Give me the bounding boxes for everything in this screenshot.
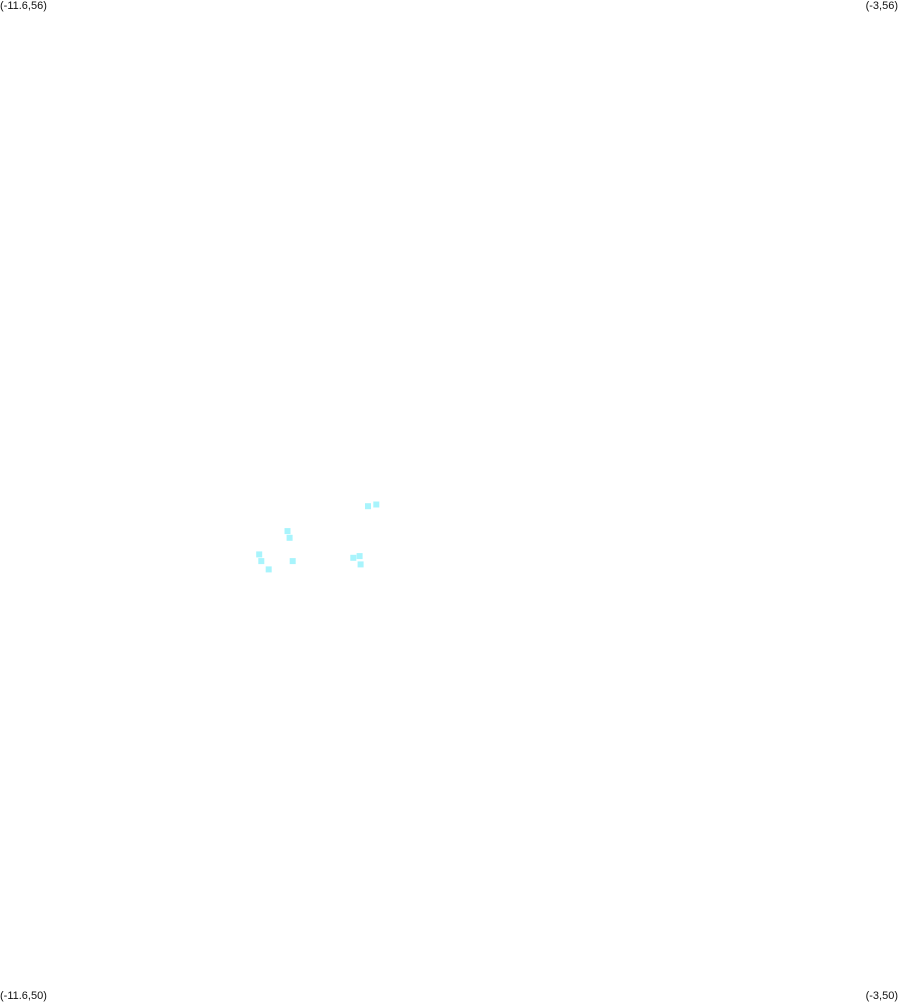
- map-marker[interactable]: [373, 501, 380, 508]
- map-marker[interactable]: [350, 554, 357, 561]
- corner-coordinate-top-left: (-11.6,56): [0, 0, 47, 12]
- corner-coordinate-top-right: (-3,56): [865, 0, 898, 12]
- map-marker[interactable]: [284, 528, 291, 535]
- map-marker[interactable]: [286, 534, 293, 541]
- map-marker[interactable]: [256, 551, 263, 558]
- map-marker[interactable]: [357, 561, 364, 568]
- map-marker[interactable]: [356, 553, 363, 560]
- map-marker[interactable]: [365, 503, 371, 510]
- map-marker[interactable]: [289, 558, 296, 565]
- map-marker[interactable]: [258, 558, 265, 565]
- map-marker[interactable]: [265, 566, 272, 573]
